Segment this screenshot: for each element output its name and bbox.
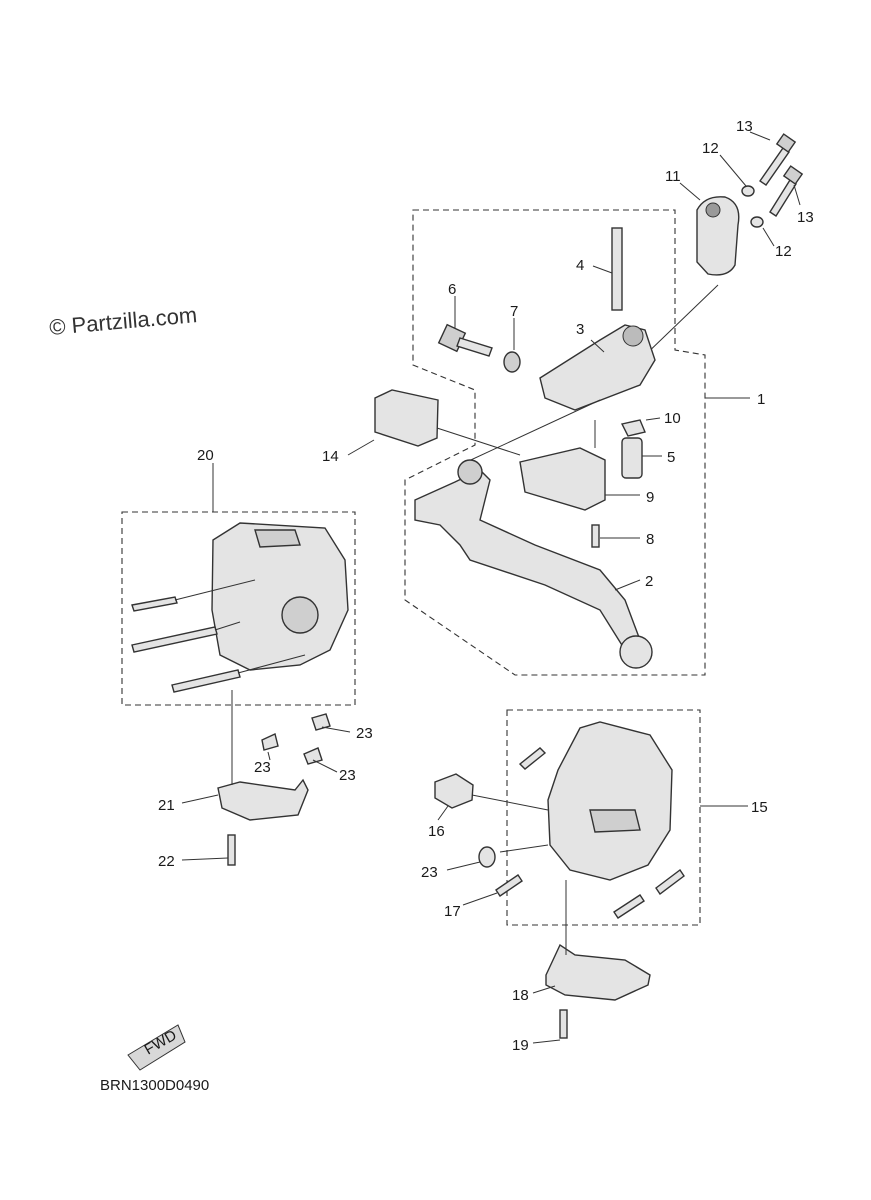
brake-switch	[519, 447, 606, 511]
right-clip	[478, 846, 496, 868]
forward-direction-badge: FWD	[127, 1024, 186, 1071]
callout-20: 20	[197, 447, 214, 464]
callout-labels: 1 2 3 4 5 6 7 8 9 10 11 12 12 13 13 14 1…	[158, 118, 814, 1054]
clamp-nut-a	[311, 713, 331, 731]
callout-22: 22	[158, 853, 175, 870]
right-screw-top	[518, 747, 547, 770]
lever-bracket	[539, 324, 656, 411]
callout-19: 19	[512, 1037, 529, 1054]
callout-23-b: 23	[254, 759, 271, 776]
callout-12-lower: 12	[775, 243, 792, 260]
adjuster-bolt	[437, 323, 493, 357]
leader-lines	[181, 131, 801, 1044]
callout-8: 8	[646, 531, 654, 548]
washer-lower	[750, 216, 764, 228]
group-boundary-right-switch	[506, 709, 701, 926]
holder-bolt-lower	[769, 165, 804, 217]
callout-18: 18	[512, 987, 529, 1004]
callout-16: 16	[428, 823, 445, 840]
pivot-bolt	[611, 227, 623, 311]
clamp-nut-c	[303, 747, 323, 765]
right-handlebar-switch	[547, 721, 673, 881]
brake-lever	[414, 459, 653, 669]
callout-11: 11	[665, 168, 681, 185]
right-screw-d	[655, 868, 685, 896]
clamp-nut-b	[261, 733, 279, 751]
master-cylinder-holder	[696, 196, 740, 276]
callout-17: 17	[444, 903, 461, 920]
screw-lower	[171, 669, 241, 693]
diagram-code: BRN1300D0490	[100, 1077, 209, 1094]
callout-12-upper: 12	[702, 140, 719, 157]
clamp-screw-right	[559, 1009, 568, 1039]
left-switch-clamp	[217, 778, 309, 821]
switch-screw	[591, 524, 600, 548]
clamp-screw-left	[227, 834, 236, 866]
right-screw-b	[495, 874, 523, 897]
callout-13-lower: 13	[797, 209, 814, 226]
callout-21: 21	[158, 797, 175, 814]
callout-7: 7	[510, 303, 518, 320]
right-screw-c	[613, 894, 645, 919]
screw-middle	[131, 626, 218, 653]
callout-3: 3	[576, 321, 584, 338]
callout-6: 6	[448, 281, 456, 298]
callout-2: 2	[645, 573, 653, 590]
callout-9: 9	[646, 489, 654, 506]
left-handlebar-switch	[211, 522, 349, 671]
right-connector	[434, 773, 474, 809]
callout-10: 10	[664, 410, 681, 427]
holder-bolt-upper	[759, 133, 797, 186]
callout-1: 1	[757, 391, 765, 408]
adjuster-washer	[503, 351, 521, 373]
callout-13-upper: 13	[736, 118, 753, 135]
callout-23-c: 23	[339, 767, 356, 784]
pivot-nut	[620, 419, 646, 437]
callout-23-right: 23	[421, 864, 438, 881]
right-switch-clamp	[545, 943, 651, 1001]
washer-upper	[741, 185, 755, 197]
callout-4: 4	[576, 257, 584, 274]
callout-14: 14	[322, 448, 339, 465]
group-boundary-left-switch	[121, 511, 356, 706]
callout-15: 15	[751, 799, 768, 816]
callout-5: 5	[667, 449, 675, 466]
collar	[621, 437, 643, 479]
watermark-text: © Partzilla.com	[48, 302, 198, 340]
group-boundary-master-cylinder	[404, 209, 706, 676]
wire-connector	[374, 389, 439, 447]
screw-upper	[131, 596, 178, 612]
callout-23-a: 23	[356, 725, 373, 742]
